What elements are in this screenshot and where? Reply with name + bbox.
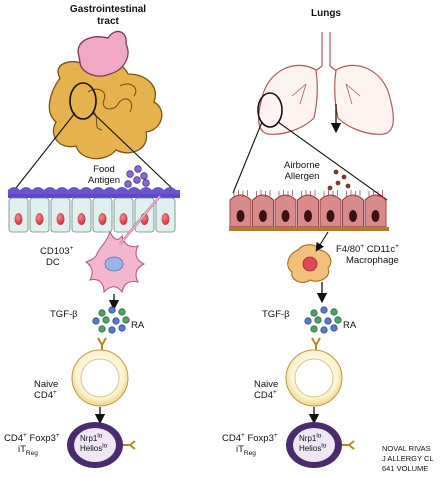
- airborne-allergen-particles: [327, 169, 351, 191]
- zoom-line-lungs-right: [277, 121, 388, 201]
- right-lung: [334, 64, 394, 135]
- macrophage-cell: [287, 231, 332, 283]
- airborne-allergen-label: Airborne Allergen: [284, 160, 320, 182]
- naive-cd4-label-right: Naive CD4+: [254, 379, 279, 401]
- cilia: [323, 190, 338, 197]
- cilia: [368, 190, 383, 197]
- ra-label-right: RA: [343, 320, 357, 331]
- cell-nucleus: [259, 210, 267, 222]
- lungs-title: Lungs: [311, 8, 341, 19]
- tgf-beta-label-left: TGF-β: [50, 309, 78, 320]
- lung-epithelium: [229, 190, 389, 231]
- ra-label-left: RA: [131, 320, 145, 331]
- zoom-circle-lungs: [257, 92, 283, 128]
- cell-nucleus: [119, 213, 128, 225]
- treg-cell-right: [286, 422, 355, 468]
- cell-nucleus: [326, 210, 335, 222]
- zoom-line-right: [92, 112, 178, 194]
- treg-cell-left: [67, 422, 136, 468]
- tgf-beta-label-right: TGF-β: [262, 309, 290, 320]
- cd103-dc-label: CD103+ DC: [40, 244, 74, 268]
- food-antigen-particles: [124, 165, 150, 188]
- stomach-shape: [77, 30, 129, 77]
- gut-epithelium: [8, 187, 180, 233]
- cell-nucleus: [56, 213, 65, 225]
- colon-coils: [87, 83, 137, 131]
- left-lung: [258, 64, 318, 135]
- treg-label-right: CD4+ Foxp3+ iTReg: [222, 431, 278, 457]
- cell-nucleus: [349, 210, 357, 222]
- food-antigen-label: Food Antigen: [87, 164, 121, 186]
- naive-cd4-cell-right: [285, 337, 343, 407]
- cilia: [256, 190, 271, 197]
- cell-nucleus: [77, 213, 86, 225]
- naive-cd4-cell-left: [71, 337, 129, 407]
- macrophage-label: F4/80+ CD11c+ Macrophage: [336, 242, 399, 266]
- cilia: [301, 190, 316, 197]
- cell-nucleus: [371, 210, 380, 222]
- cilia: [278, 190, 293, 197]
- zoom-circle: [69, 82, 97, 120]
- cell-nucleus: [236, 210, 245, 222]
- cell-nucleus: [304, 210, 312, 222]
- treg-markers-left: Nrp1lo Helioslo: [80, 432, 108, 453]
- cell-nucleus: [281, 210, 290, 222]
- zoom-line-left: [11, 112, 76, 194]
- zoom-line-lungs-left: [232, 121, 263, 194]
- tgf-ra-molecules-left: [92, 306, 130, 334]
- naive-cd4-label-left: Naive CD4+: [34, 379, 59, 401]
- tgf-ra-molecules-right: [304, 306, 342, 334]
- cell-nucleus: [14, 213, 23, 225]
- dendritic-cell: [84, 195, 161, 294]
- trachea: [303, 32, 349, 81]
- citation: NOVAL RIVAS J ALLERGY CL 641 VOLUME: [382, 444, 434, 473]
- cell-nucleus: [98, 213, 107, 225]
- treg-label-left: CD4+ Foxp3+ iTReg: [4, 431, 60, 457]
- gi-title: Gastrointestinal tract: [69, 4, 147, 27]
- cilia: [346, 190, 361, 197]
- gi-tract-illustration: [48, 30, 163, 160]
- cilia: [233, 190, 248, 197]
- cell-nucleus: [35, 213, 44, 225]
- treg-markers-right: Nrp1lo Helioslo: [299, 432, 327, 453]
- lungs-illustration: [257, 32, 394, 135]
- cell-nucleus: [161, 213, 170, 225]
